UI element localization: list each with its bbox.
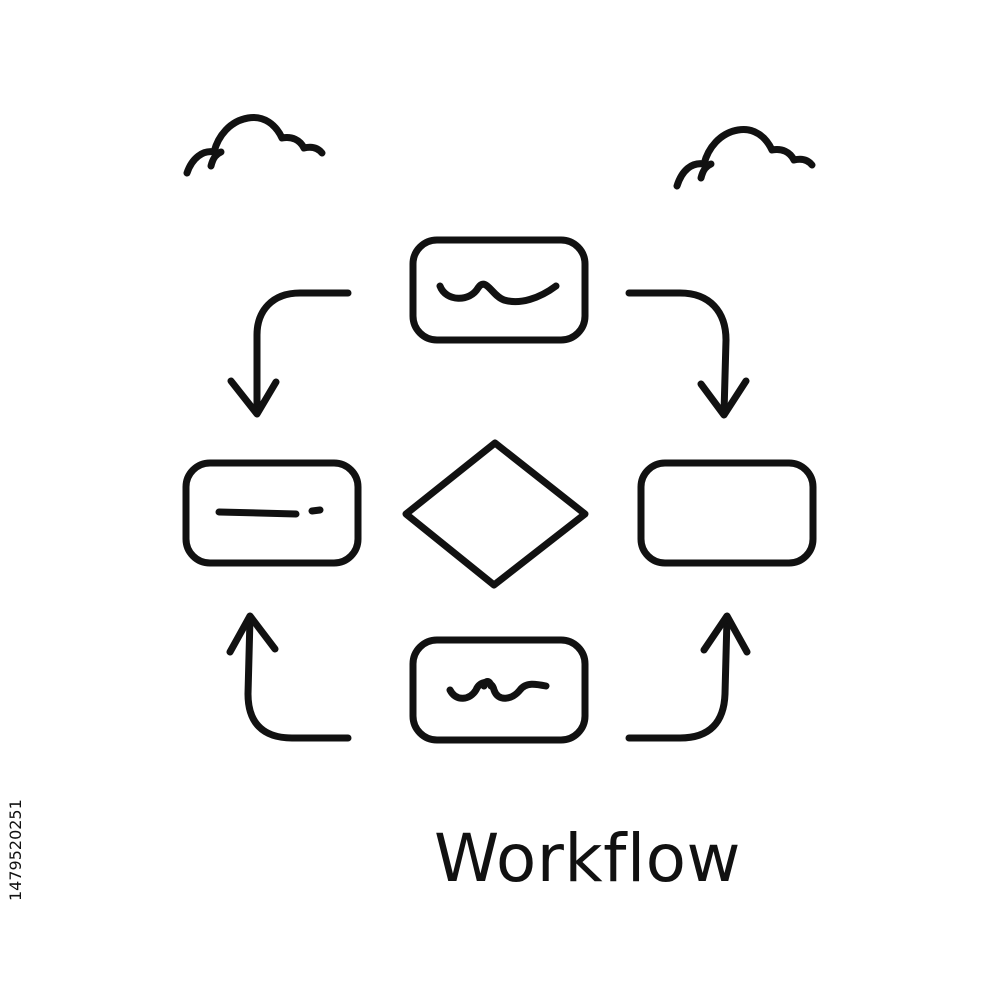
arrow-bottom-right-icon	[625, 612, 751, 742]
right-process-box	[637, 459, 817, 567]
cloud-right-icon	[673, 125, 816, 190]
arrow-top-right-icon	[625, 289, 750, 419]
decision-diamond-icon	[402, 439, 589, 589]
caption-title: Workflow	[433, 820, 742, 897]
arrow-bottom-left-icon	[226, 612, 352, 742]
arrow-top-left-icon	[227, 289, 352, 418]
stock-id-label: 1479520251	[6, 799, 25, 901]
squiggle-line-icon	[446, 679, 550, 702]
wave-line-icon	[436, 280, 560, 306]
dash-dot-icon	[308, 506, 324, 515]
cloud-left-icon	[183, 113, 326, 177]
dash-line-icon	[215, 508, 300, 518]
squiggle-loop-icon	[480, 678, 495, 690]
bottom-process-box	[409, 636, 589, 744]
top-process-box	[409, 236, 589, 344]
left-process-box	[182, 459, 362, 567]
